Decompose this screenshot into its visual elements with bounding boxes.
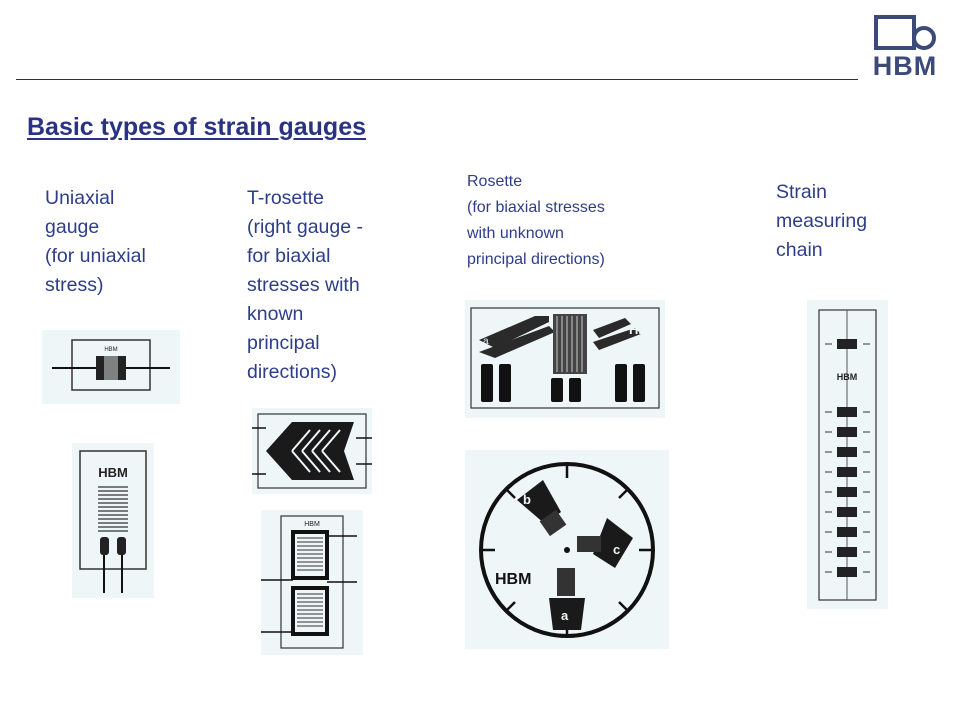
hbm-logo: HBM xyxy=(872,14,938,80)
chain-gauge-segment xyxy=(837,527,857,537)
chain-gauge-segment xyxy=(837,447,857,457)
gauge-brand-text: HBM xyxy=(837,372,858,382)
grid-label-b: b xyxy=(523,492,531,507)
t-rosette-horizontal-image xyxy=(252,408,372,494)
rosette-rectangular-image: HBM a b c xyxy=(465,300,665,418)
chain-gauge-segment xyxy=(837,487,857,497)
chain-gauge-segment xyxy=(837,467,857,477)
grid-label-b: b xyxy=(543,347,549,359)
gauge-brand-text: HBM xyxy=(304,521,320,528)
chain-gauge-segment xyxy=(837,407,857,417)
logo-text: HBM xyxy=(872,51,938,81)
gauge-brand-text: HBM xyxy=(104,347,117,353)
uniaxial-gauge-vertical-image: HBM xyxy=(72,443,154,598)
uniaxial-gauge-horizontal-image: HBM xyxy=(42,330,180,404)
label-strain-chain: Strain measuring chain xyxy=(776,181,868,261)
label-t-rosette: T-rosette (right gauge - for biaxial str… xyxy=(247,187,363,383)
grid-label-c: c xyxy=(595,347,601,359)
chain-gauge-segment xyxy=(837,507,857,517)
t-rosette-vertical-image: HBM xyxy=(261,510,363,655)
logo-mark-icon xyxy=(874,15,936,50)
label-rosette: Rosette (for biaxial stresses with unkno… xyxy=(467,173,605,268)
header-rule xyxy=(16,79,858,80)
gauge-brand-text: HBM xyxy=(495,571,531,588)
grid-label-c: c xyxy=(613,542,620,557)
chain-gauge-segment xyxy=(837,547,857,557)
chain-gauge-segment xyxy=(837,427,857,437)
chain-gauge-segment xyxy=(837,339,857,349)
label-uniaxial: Uniaxial gauge (for uniaxial stress) xyxy=(45,187,146,296)
page-title: Basic types of strain gauges xyxy=(27,113,367,141)
strain-chain-image: HBM xyxy=(807,300,888,609)
grid-label-a: a xyxy=(561,608,569,623)
rosette-circular-image: b c a HBM xyxy=(465,450,669,649)
gauge-brand-text: HBM xyxy=(629,322,659,337)
grid-label-a: a xyxy=(483,336,489,347)
gauge-brand-text: HBM xyxy=(98,465,128,480)
chain-gauge-segment xyxy=(837,567,857,577)
